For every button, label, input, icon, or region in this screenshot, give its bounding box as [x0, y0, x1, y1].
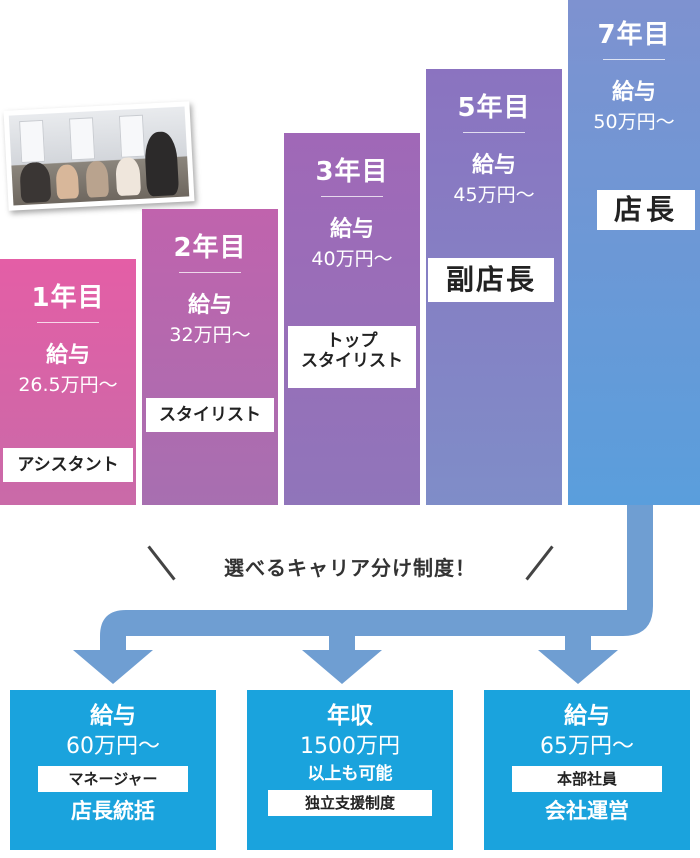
role-deputy-manager: 副店長 — [428, 258, 554, 302]
branch-income-note: 以上も可能 — [307, 764, 393, 784]
branch-income: 1500万円 — [300, 734, 400, 759]
divider — [603, 59, 665, 60]
role-assistant: アシスタント — [3, 448, 133, 482]
role-store-manager: 店長 — [597, 190, 695, 230]
branch-label: 年収 — [327, 703, 373, 729]
salary-label: 給与 — [45, 343, 90, 368]
branch-salary: 65万円〜 — [540, 734, 634, 759]
branch-independence: 年収 1500万円 以上も可能 独立支援制度 — [247, 690, 453, 850]
divider — [463, 132, 525, 133]
salary-label: 給与 — [187, 293, 232, 318]
role-stylist: スタイリスト — [146, 398, 274, 432]
salary-label: 給与 — [611, 80, 656, 105]
branch-arrows — [73, 505, 653, 684]
branch-label: 給与 — [90, 703, 136, 729]
arrow-stem-right — [565, 622, 591, 652]
career-tagline: 選べるキャリア分け制度！ — [224, 556, 476, 580]
branch-description: 会社運営 — [545, 799, 629, 823]
divider — [321, 196, 383, 197]
salary-label: 給与 — [329, 217, 374, 242]
branch-salary: 60万円〜 — [66, 734, 160, 759]
tier-year-label: 7年目 — [597, 20, 671, 50]
branch-label: 給与 — [564, 703, 610, 729]
role-line: スタイリスト — [301, 350, 403, 371]
arrow-head-left — [73, 650, 153, 684]
role-line: トップ — [326, 331, 378, 351]
salary-label: 給与 — [471, 153, 516, 178]
tier-year-label: 2年目 — [173, 233, 247, 263]
tier-year-label: 3年目 — [315, 157, 389, 187]
tier-year-7: 7年目 給与 50万円〜 — [568, 0, 700, 505]
branch-role-tag: マネージャー — [38, 766, 188, 792]
tier-year-label: 1年目 — [31, 283, 105, 313]
arrow-stem-center — [329, 622, 355, 652]
salary-value: 32万円〜 — [169, 324, 251, 346]
tier-year-3: 3年目 給与 40万円〜 — [284, 133, 420, 505]
divider — [179, 272, 241, 273]
branch-headquarters: 給与 65万円〜 本部社員 会社運営 — [484, 690, 690, 850]
tier-year-label: 5年目 — [457, 93, 531, 123]
branch-role-tag: 本部社員 — [512, 766, 662, 792]
salary-value: 50万円〜 — [593, 111, 675, 133]
salary-value: 45万円〜 — [453, 184, 535, 206]
arrow-head-center — [302, 650, 382, 684]
divider — [37, 322, 99, 323]
role-top-stylist: トップ スタイリスト — [288, 326, 416, 388]
tier-year-2: 2年目 給与 32万円〜 — [142, 209, 278, 505]
branch-description: 店長統括 — [71, 799, 155, 823]
arrow-head-right — [538, 650, 618, 684]
branch-role-tag: 独立支援制度 — [268, 790, 432, 816]
branch-manager: 給与 60万円〜 マネージャー 店長統括 — [10, 690, 216, 850]
salary-value: 26.5万円〜 — [18, 374, 118, 396]
salary-value: 40万円〜 — [311, 248, 393, 270]
arrow-trunk — [100, 505, 653, 650]
